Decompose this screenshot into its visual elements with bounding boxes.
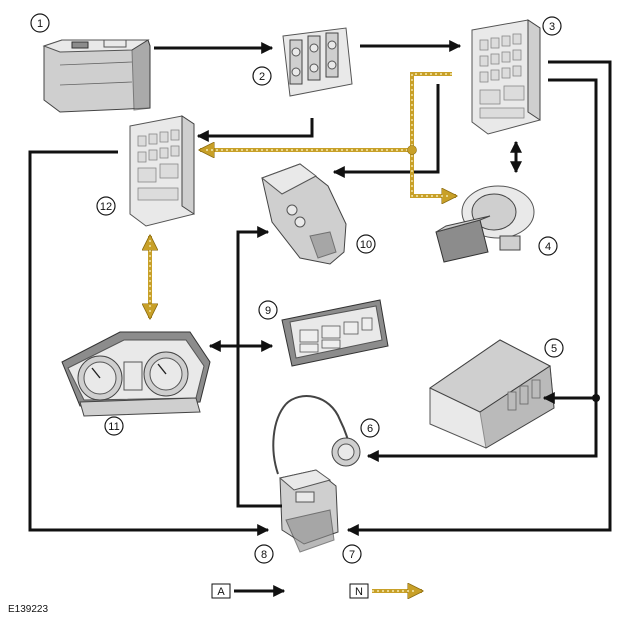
- callout-8: 8: [254, 544, 274, 564]
- immobilizer-antenna: [272, 395, 361, 475]
- figure-id: E139223: [8, 604, 48, 615]
- callout-1: 1: [30, 13, 50, 33]
- svg-text:9: 9: [265, 305, 271, 317]
- svg-text:A: A: [217, 586, 225, 598]
- svg-text:N: N: [355, 586, 363, 598]
- svg-text:12: 12: [100, 201, 112, 213]
- battery-junction-box: [282, 27, 353, 97]
- callout-12: 12: [96, 196, 116, 216]
- central-junction-box: [471, 19, 541, 135]
- steering-lock-module: [260, 163, 347, 265]
- legend-hardwired: A: [211, 583, 286, 599]
- svg-text:10: 10: [360, 239, 372, 251]
- callout-2: 2: [252, 66, 272, 86]
- instrument-cluster: [61, 331, 211, 417]
- callout-5: 5: [544, 338, 564, 358]
- svg-text:11: 11: [108, 421, 119, 433]
- callout-4: 4: [538, 236, 558, 256]
- svg-text:6: 6: [367, 423, 373, 435]
- callout-11: 11: [104, 416, 124, 436]
- svg-text:4: 4: [545, 241, 551, 253]
- svg-text:8: 8: [261, 549, 267, 561]
- column-module: [278, 469, 339, 553]
- callout-10: 10: [356, 234, 376, 254]
- hardwired-connections: [28, 40, 612, 536]
- svg-text:2: 2: [259, 71, 265, 83]
- rear-junction-box: [129, 115, 195, 227]
- svg-text:1: 1: [37, 18, 43, 30]
- callout-9: 9: [258, 300, 278, 320]
- callout-6: 6: [360, 418, 380, 438]
- switch-pack: [281, 299, 389, 367]
- can-bus-connections: [150, 72, 456, 318]
- callout-7: 7: [342, 544, 362, 564]
- callout-3: 3: [542, 16, 562, 36]
- battery: [42, 39, 151, 113]
- svg-text:3: 3: [549, 21, 555, 33]
- svg-text:7: 7: [349, 549, 355, 561]
- body-control-module: [429, 339, 555, 449]
- legend-can-bus: N: [349, 584, 422, 598]
- svg-text:5: 5: [551, 343, 557, 355]
- ignition-switch: [435, 185, 535, 263]
